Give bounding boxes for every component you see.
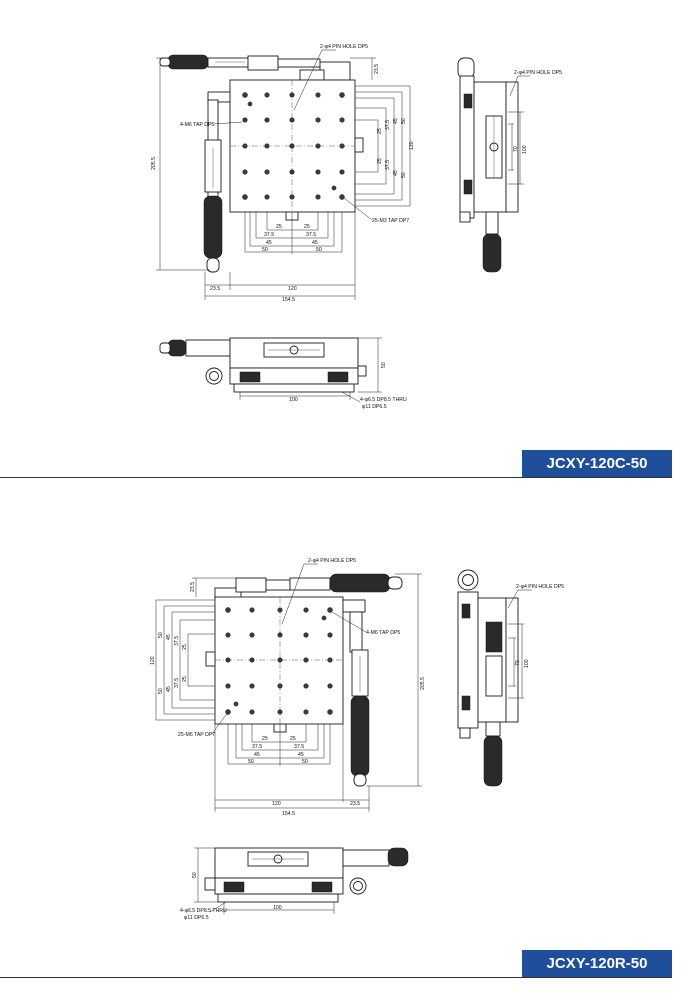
svg-text:45: 45	[166, 686, 172, 692]
svg-text:50: 50	[401, 172, 407, 178]
micrometer-left-thimble	[203, 195, 223, 259]
svg-text:120: 120	[272, 801, 281, 807]
svg-text:50: 50	[158, 688, 164, 694]
top-view-r: 23.5 205.5 120 50 45 37.5 25 50 45 37.5 …	[150, 558, 426, 817]
micrometer-front-thimble-r	[387, 847, 409, 867]
drawing-jcxy-120c-50: 205.5 23.5 120 50 45 37.5 25 50 45 37.5 …	[151, 44, 562, 410]
dim-overall-height: 205.5	[151, 157, 157, 170]
svg-text:23.5: 23.5	[350, 801, 360, 807]
svg-text:25: 25	[262, 736, 268, 742]
svg-text:25: 25	[304, 224, 310, 230]
svg-text:50: 50	[262, 247, 268, 253]
label-through-hole-1: 4-φ6.5 DP8.5 THRU	[360, 397, 407, 403]
svg-text:37.5: 37.5	[264, 232, 274, 238]
svg-text:25: 25	[182, 676, 188, 682]
dim-top-offset: 23.5	[374, 64, 380, 74]
svg-text:45: 45	[393, 170, 399, 176]
label-tap-m6-r: 4-M6 TAP DP5	[366, 630, 400, 636]
label-pin-hole-side: 2-φ4 PIN HOLE DP5	[514, 70, 562, 76]
label-through-hole-2: φ11 DP6.5	[362, 404, 387, 410]
label-pin-hole-top-r: 2-φ4 PIN HOLE DP5	[308, 558, 356, 564]
svg-text:50: 50	[302, 759, 308, 765]
svg-text:45: 45	[254, 752, 260, 758]
model-banner-2: JCXY-120R-50	[522, 950, 672, 977]
svg-text:37.5: 37.5	[385, 160, 391, 170]
svg-text:70: 70	[515, 660, 521, 666]
svg-text:45: 45	[393, 118, 399, 124]
svg-text:25: 25	[276, 224, 282, 230]
svg-text:50: 50	[248, 759, 254, 765]
side-view: 70 100 2-φ4 PIN HOLE DP5	[457, 57, 562, 273]
svg-text:37.5: 37.5	[174, 636, 180, 646]
svg-text:25: 25	[290, 736, 296, 742]
svg-text:50: 50	[316, 247, 322, 253]
side-view-r: 70 100 2-φ4 PIN HOLE DP5	[457, 569, 564, 787]
label-tap-m3-r: 25-M6 TAP DP7	[178, 732, 215, 738]
micrometer-side-thimble-r	[483, 735, 503, 787]
svg-text:45: 45	[166, 634, 172, 640]
section-divider-1	[0, 477, 672, 478]
label-pin-hole-side-r: 2-φ4 PIN HOLE DP5	[516, 584, 564, 590]
svg-text:37.5: 37.5	[294, 744, 304, 750]
svg-text:37.5: 37.5	[306, 232, 316, 238]
svg-text:45: 45	[312, 240, 318, 246]
micrometer-side-thimble	[482, 233, 502, 273]
svg-text:23.5: 23.5	[190, 582, 196, 592]
svg-text:37.5: 37.5	[385, 120, 391, 130]
svg-text:100: 100	[273, 905, 282, 911]
svg-text:100: 100	[289, 397, 298, 403]
front-view: 100 50 4-φ6.5 DP8.5 THRU φ11 DP6.5	[159, 337, 407, 410]
svg-text:25: 25	[182, 644, 188, 650]
svg-text:70: 70	[513, 146, 519, 152]
top-view: 205.5 23.5 120 50 45 37.5 25 50 45 37.5 …	[151, 44, 415, 303]
model-banner-1: JCXY-120C-50	[522, 450, 672, 477]
svg-text:37.5: 37.5	[252, 744, 262, 750]
section-divider-2	[0, 977, 672, 978]
svg-text:120: 120	[150, 656, 156, 665]
svg-text:50: 50	[192, 872, 198, 878]
svg-text:120: 120	[409, 141, 415, 150]
front-view-r: 100 50 4-φ6.5 DP8.5 THRU φ11 DP6.5	[180, 847, 409, 921]
drawing-jcxy-120r-50: 23.5 205.5 120 50 45 37.5 25 50 45 37.5 …	[150, 558, 564, 921]
svg-text:25: 25	[377, 128, 383, 134]
svg-text:154.5: 154.5	[282, 297, 295, 303]
micrometer-top-thimble-r	[329, 573, 391, 593]
svg-text:25: 25	[377, 158, 383, 164]
label-through-hole-2-r: φ11 DP6.5	[184, 915, 209, 921]
svg-text:23.5: 23.5	[210, 286, 220, 292]
svg-text:100: 100	[522, 145, 528, 154]
svg-text:50: 50	[381, 362, 387, 368]
micrometer-right-thimble	[350, 695, 370, 777]
label-pin-hole-top: 2-φ4 PIN HOLE DP5	[320, 44, 368, 50]
label-tap-m3: 25-M3 TAP DP7	[372, 218, 409, 224]
svg-text:120: 120	[288, 286, 297, 292]
svg-text:154.5: 154.5	[282, 811, 295, 817]
svg-text:50: 50	[158, 632, 164, 638]
svg-text:37.5: 37.5	[174, 678, 180, 688]
mount-holes	[242, 92, 345, 200]
label-tap-m6: 4-M6 TAP DP5	[180, 122, 214, 128]
svg-text:50: 50	[401, 118, 407, 124]
svg-text:100: 100	[524, 659, 530, 668]
svg-text:45: 45	[298, 752, 304, 758]
micrometer-top-thimble	[167, 54, 209, 70]
label-through-hole-1-r: 4-φ6.5 DP8.5 THRU	[180, 908, 227, 914]
mount-holes-r	[225, 607, 333, 715]
svg-text:45: 45	[266, 240, 272, 246]
svg-text:205.5: 205.5	[420, 677, 426, 690]
